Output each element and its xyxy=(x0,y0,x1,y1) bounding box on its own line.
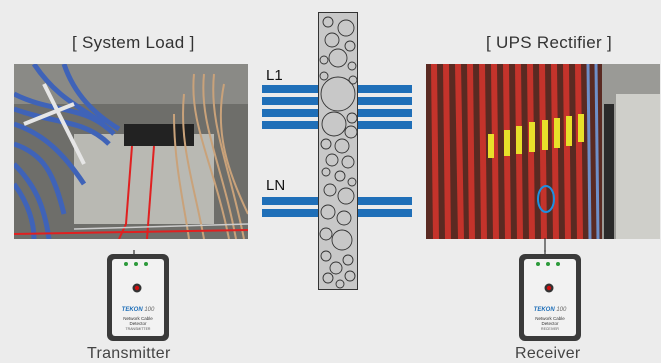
transmitter-brand: TEKON 100 xyxy=(112,307,164,313)
receiver-brand-text: TEKON xyxy=(533,307,555,313)
transmitter-label: Transmitter xyxy=(87,345,171,362)
ups-rectifier-photo xyxy=(426,64,660,239)
receiver-name-1: Network Cable xyxy=(535,316,565,321)
transmitter-name-1: Network Cable xyxy=(123,316,153,321)
ln-cable-left-2 xyxy=(262,209,318,217)
l1-cable-left-3 xyxy=(262,109,318,117)
l1-label: L1 xyxy=(266,67,283,84)
receiver-lead-line xyxy=(544,238,546,252)
receiver-label: Receiver xyxy=(515,345,581,362)
l1-cable-right-2 xyxy=(358,97,412,105)
transmitter-model: 100 xyxy=(144,307,155,313)
transmitter-brand-text: TEKON xyxy=(121,307,143,313)
ln-cable-right-2 xyxy=(358,209,412,217)
transmitter-sub: TRANSMITTER xyxy=(125,327,151,331)
receiver-brand: TEKON 100 xyxy=(524,307,576,313)
ln-label: LN xyxy=(266,177,286,194)
ups-rectifier-caption: [ UPS Rectifier ] xyxy=(486,33,613,52)
l1-cable-left-2 xyxy=(262,97,318,105)
ln-cable-left-1 xyxy=(262,197,318,205)
wall-cross-section xyxy=(318,12,358,290)
ln-cable-right-1 xyxy=(358,197,412,205)
transmitter-device: TEKON 100 Network Cable Detector TRANSMI… xyxy=(106,250,170,342)
receiver-model: 100 xyxy=(556,307,567,313)
l1-cable-right-4 xyxy=(358,121,412,129)
receiver-sub: RECEIVER xyxy=(541,327,559,331)
system-load-caption: [ System Load ] xyxy=(72,33,195,52)
l1-cable-right-1 xyxy=(358,85,412,93)
transmitter-name-2: Detector xyxy=(129,321,147,326)
receiver-name-2: Detector xyxy=(541,321,559,326)
l1-cable-right-3 xyxy=(358,109,412,117)
system-load-photo xyxy=(14,64,248,239)
l1-cable-left-1 xyxy=(262,85,318,93)
receiver-device: TEKON 100 Network Cable Detector RECEIVE… xyxy=(518,250,582,342)
l1-cable-left-4 xyxy=(262,121,318,129)
